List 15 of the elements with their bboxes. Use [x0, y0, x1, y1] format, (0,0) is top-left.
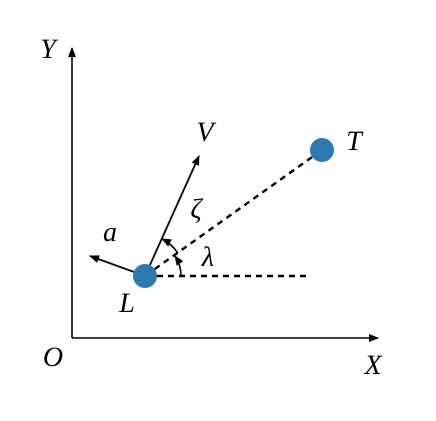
point-label: T: [346, 128, 362, 156]
arrow: [89, 255, 134, 273]
point-marker: [310, 138, 334, 162]
edge-label: a: [103, 219, 117, 247]
angle-label: λ: [202, 244, 214, 272]
axis-label: Y: [40, 36, 56, 64]
arrow: [149, 155, 200, 266]
dashed-line: [154, 156, 313, 270]
edge-label: V: [196, 119, 214, 147]
dashed-line: [157, 274, 306, 278]
point-marker: [133, 264, 157, 288]
axis-label: O: [42, 344, 64, 372]
axis-label: X: [364, 352, 382, 380]
angle-label: ζ: [190, 196, 202, 224]
point-label: L: [119, 290, 135, 318]
